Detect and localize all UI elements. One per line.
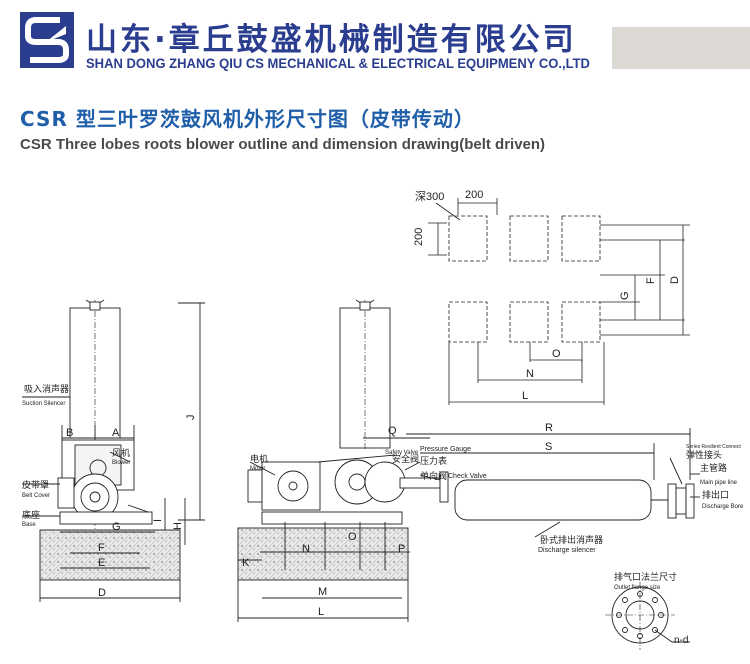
pressure-gauge-cn-label: 压力表 xyxy=(420,455,447,466)
dim-j-label: J xyxy=(185,415,197,421)
dim-n-side-label: N xyxy=(302,543,310,555)
dim-e-front-label: E xyxy=(98,557,105,569)
flange-view-labels: 排气口法兰尺寸 Outlet flange size n-d xyxy=(614,571,688,646)
front-view xyxy=(22,299,205,602)
side-view-labels: 电机 Motor 安全阀 Safety Valve 压力表 Pressure G… xyxy=(242,422,744,618)
dim-h-label: H xyxy=(172,522,184,530)
dim-q-label: Q xyxy=(388,425,397,437)
check-valve-cn-label: 单向阀 xyxy=(420,470,447,481)
dim-o-label: O xyxy=(552,348,561,360)
flange-title-en-label: Outlet flange size xyxy=(614,585,661,591)
suction-silencer-en-label: Suction Silencer xyxy=(22,401,65,407)
flex-joint-en-label: Series Resilient Connect xyxy=(686,444,741,450)
motor-cn-label: 电机 xyxy=(250,453,268,464)
dim-b-label: B xyxy=(66,427,73,439)
discharge-bore-cn-label: 排出口 xyxy=(702,489,729,500)
main-pipe-en-label: Main pipe line xyxy=(700,480,738,486)
dim-p-label: P xyxy=(398,543,405,555)
flex-joint-cn-label: 弹性接头 xyxy=(686,449,722,460)
discharge-silencer-cn-label: 卧式排出消声器 xyxy=(540,534,603,545)
dim-l-label: L xyxy=(522,390,528,402)
dim-d-front-label: D xyxy=(98,587,106,599)
pressure-gauge-en-label: Pressure Gauge xyxy=(420,446,471,453)
belt-cover-en-label: Belt Cover xyxy=(22,493,50,499)
dim-l-side-label: L xyxy=(318,606,324,618)
dim-k-label: K xyxy=(242,557,250,569)
dim-d-label: D xyxy=(669,276,681,284)
dim-depth-label: 深300 xyxy=(415,190,444,203)
dim-g-front-label: G xyxy=(112,521,121,533)
flange-title-cn-label: 排气口法兰尺寸 xyxy=(614,571,677,582)
dim-top-200-label: 200 xyxy=(465,189,483,201)
blower-en-label: Blower xyxy=(112,460,130,466)
side-view xyxy=(237,299,700,622)
dim-f-front-label: F xyxy=(98,542,105,554)
dim-m-label: M xyxy=(318,586,327,598)
dim-f-label: F xyxy=(645,277,657,284)
header: 山东·章丘鼓盛机械制造有限公司 SHAN DONG ZHANG QIU CS M… xyxy=(0,0,750,82)
dim-i-label: I xyxy=(152,519,164,522)
dim-g-label: G xyxy=(619,291,631,300)
flange-nd-label: n-d xyxy=(674,635,688,646)
company-logo-icon xyxy=(20,12,74,68)
drawing-title-cn: CSR 型三叶罗茨鼓风机外形尺寸图（皮带传动） xyxy=(20,107,475,131)
motor-en-label: Motor xyxy=(250,466,265,472)
company-name-en: SHAN DONG ZHANG QIU CS MECHANICAL & ELEC… xyxy=(86,55,590,71)
safety-valve-cn-label: 安全阀 xyxy=(392,453,419,464)
dim-o-side-label: O xyxy=(348,531,357,543)
safety-valve-en-label: Safety Valve xyxy=(385,450,419,456)
dim-side-200-label: 200 xyxy=(413,228,425,246)
discharge-bore-en-label: Discharge Bore xyxy=(702,504,744,510)
front-view-labels: 吸入消声器 Suction Silencer 风机 Blower 皮带罩 Bel… xyxy=(22,383,197,599)
base-cn-label: 底座 xyxy=(22,509,40,520)
suction-silencer-cn-label: 吸入消声器 xyxy=(24,383,69,394)
flange-view xyxy=(605,582,690,650)
discharge-silencer-en-label: Discharge silencer xyxy=(538,547,596,554)
drawing-title-en: CSR Three lobes roots blower outline and… xyxy=(20,136,546,153)
plan-view xyxy=(428,198,690,405)
dim-s-label: S xyxy=(545,441,552,453)
check-valve-en-label: Check Valve xyxy=(448,473,487,480)
main-pipe-cn-label: 主管路 xyxy=(700,462,727,473)
company-name-cn: 山东·章丘鼓盛机械制造有限公司 xyxy=(86,22,577,58)
dim-a-label: A xyxy=(112,427,120,439)
dim-r-label: R xyxy=(545,422,553,434)
base-en-label: Base xyxy=(22,522,36,528)
blower-cn-label: 风机 xyxy=(112,447,130,458)
header-decor-block xyxy=(612,27,750,69)
belt-cover-cn-label: 皮带罩 xyxy=(22,479,49,490)
dim-n-label: N xyxy=(526,368,534,380)
plan-view-labels: 深300 200 200 G F D O N L xyxy=(413,189,681,402)
